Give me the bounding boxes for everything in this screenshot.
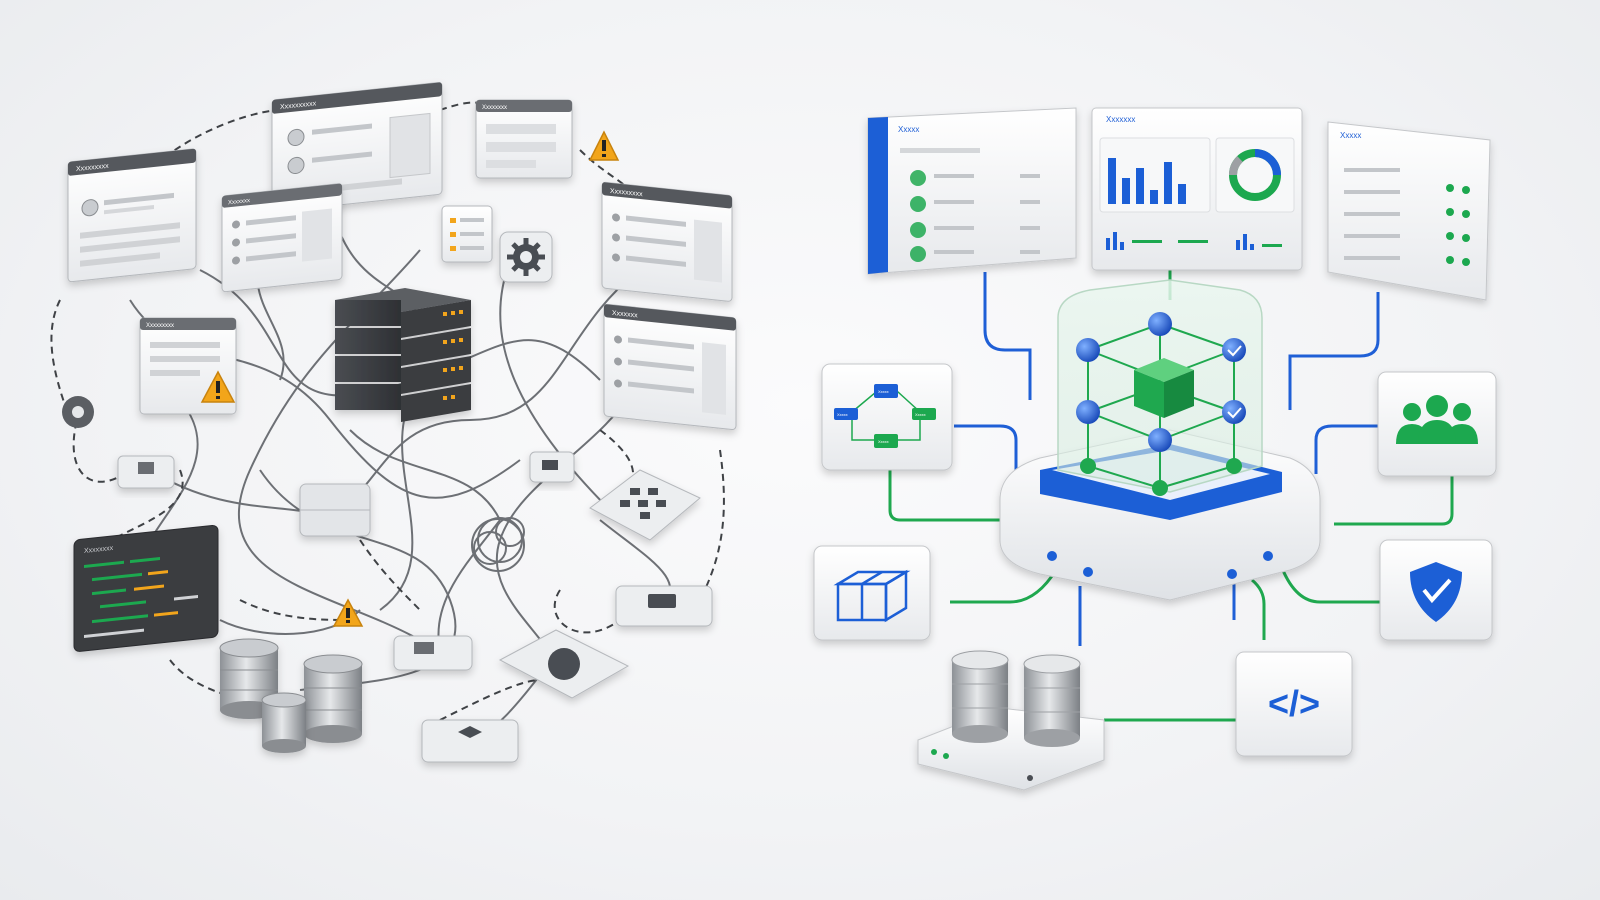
hardware-module — [529, 451, 575, 483]
shield-icon — [1379, 539, 1493, 641]
workflow-node-label: Xxxxx — [915, 412, 926, 417]
panel-title: Xxxxxxx — [1106, 115, 1135, 124]
legacy-server-stack — [335, 288, 471, 422]
panel-title: Xxxxxxxx — [482, 105, 507, 111]
users-icon — [1377, 371, 1497, 477]
legacy-ui-window: Xxxxxxxxx — [601, 181, 733, 302]
tangled-cables — [129, 199, 672, 741]
legacy-ui-window: Xxxxxxx — [221, 183, 343, 293]
hardware-module — [615, 585, 713, 627]
legacy-ui-window: Xxxxxxxxx — [67, 148, 197, 283]
workflow-node-label: Xxxxx — [878, 439, 889, 444]
panel-title: Xxxxxxx — [612, 310, 638, 320]
hardware-module — [421, 719, 519, 763]
hardware-module — [299, 483, 371, 537]
warning-icon — [588, 130, 620, 161]
database-icon — [303, 654, 363, 743]
clean-ui-window: Xxxxx — [867, 107, 1077, 275]
network-switch — [589, 469, 701, 541]
hardware-module — [393, 635, 473, 671]
organized-architecture: Xxxxx Xxxxxxx — [813, 107, 1497, 791]
gear-icon — [499, 231, 553, 283]
hardware-module — [498, 629, 630, 699]
workflow-node-label: Xxxxx — [837, 412, 848, 417]
core-block — [1134, 358, 1194, 418]
check-icon — [1227, 345, 1242, 419]
workflow-node-label: Xxxxx — [878, 389, 889, 394]
chaotic-architecture: Xxxxxxxxx Xxxxxxxxxx — [50, 82, 737, 763]
code-icon-text: </> — [1268, 683, 1320, 724]
panel-title: Xxxxx — [898, 125, 919, 134]
bar-chart-icon — [1108, 158, 1186, 204]
code-terminal: Xxxxxxxx — [73, 524, 219, 652]
panel-title: Xxxxxxxxx — [610, 188, 643, 198]
panel-title: Xxxxx — [1340, 131, 1361, 140]
legacy-ui-window: Xxxxxxxxxx — [271, 82, 443, 213]
clean-ui-window: Xxxxx — [1327, 121, 1491, 301]
checklist-module — [441, 205, 493, 263]
panel-title: Xxxxxxxxx — [146, 323, 174, 329]
warning-icon — [332, 598, 364, 627]
donut-chart-icon — [1229, 149, 1281, 201]
terminal-title: Xxxxxxxx — [84, 545, 114, 555]
clean-ui-window: Xxxxxxx — [1091, 107, 1303, 271]
container-icon — [813, 545, 931, 641]
database-icon — [917, 650, 1105, 791]
workflow-module: Xxxxx Xxxxx Xxxxx Xxxxx — [821, 363, 953, 471]
warning-icon — [200, 370, 236, 403]
database-icon — [261, 692, 307, 753]
blue-connections — [954, 272, 1392, 646]
code-icon: </> — [1235, 651, 1353, 757]
panel-title: Xxxxxxxxx — [76, 163, 109, 173]
legacy-ui-window: Xxxxxxxx — [475, 99, 573, 179]
core-glass-cube — [1057, 279, 1263, 496]
hardware-module — [117, 455, 175, 489]
gear-icon — [62, 396, 94, 428]
panel-title: Xxxxxxx — [228, 198, 250, 206]
panel-title: Xxxxxxxxxx — [280, 100, 317, 111]
legacy-ui-window: Xxxxxxx — [603, 303, 737, 430]
